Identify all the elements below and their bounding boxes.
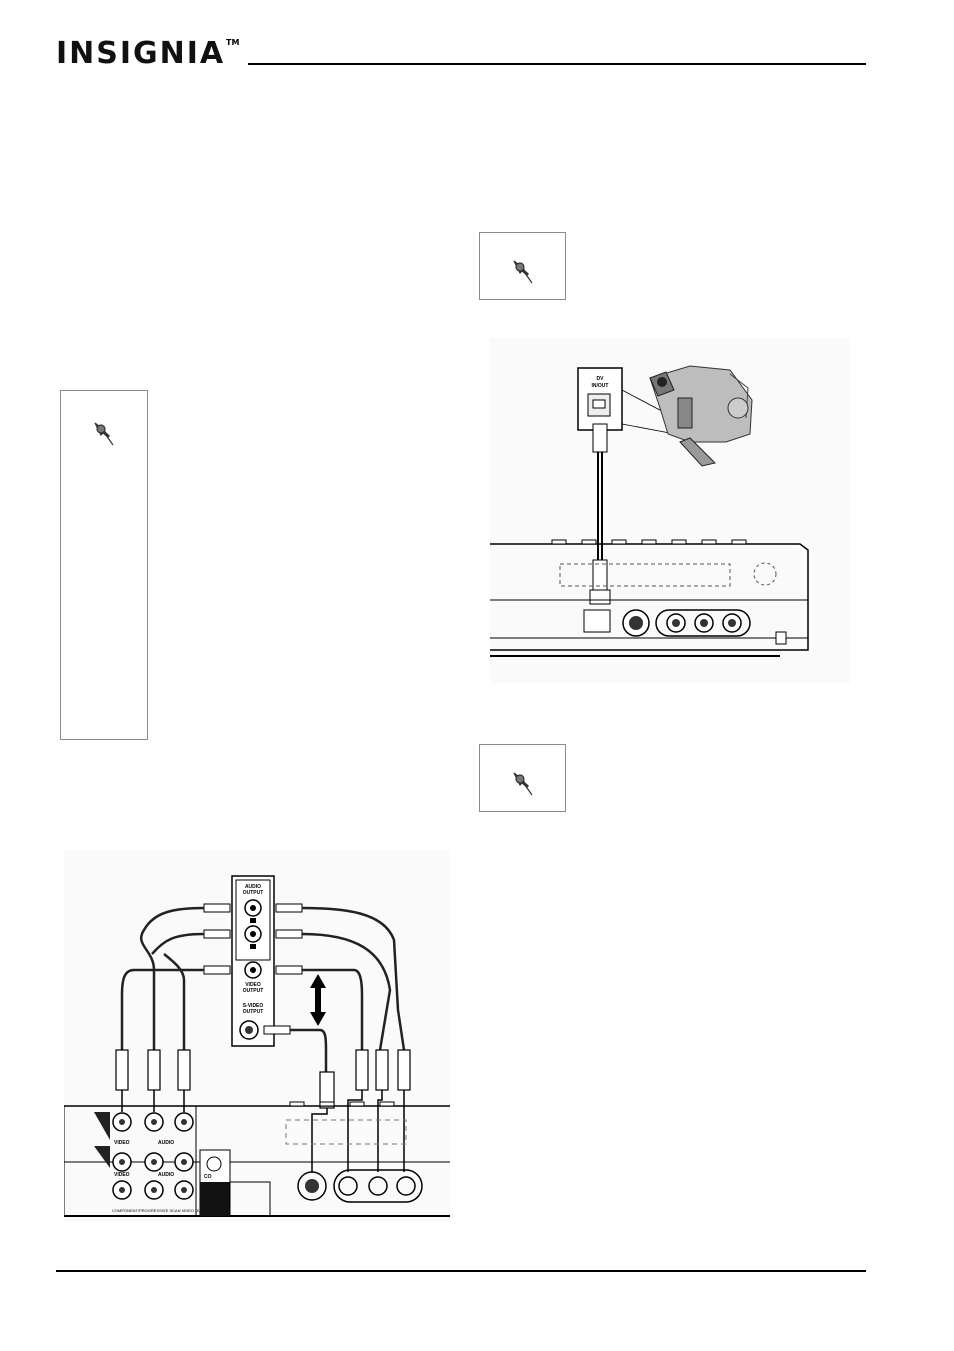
back-video-label: VIDEO [114,1140,130,1146]
note-box-right-2 [479,744,566,812]
header-rule [248,63,866,65]
svideo-output-label-2: OUTPUT [243,1009,264,1015]
trademark-mark: TM [226,38,240,47]
pushpin-icon [94,422,114,446]
footer-rule [56,1270,866,1272]
camcorder-icon [649,365,753,467]
dv-jack-label-2: IN/OUT [592,383,609,389]
pushpin-icon [513,772,533,796]
coax-label: CO [204,1174,212,1180]
dv-jack-label-1: DV [597,376,605,382]
dv-connection-figure: DV IN/OUT [490,338,850,683]
note-box-right-1 [479,232,566,300]
brand-logo: INSIGNIA [56,36,225,72]
component-label: COMPONENT/PROGRESSIVE SCAN VIDEO OUT [112,1208,204,1213]
brand-name: INSIGNIA [56,36,226,71]
svideo-output-label-1: S-VIDEO [243,1003,264,1009]
video-output-label-2: OUTPUT [243,988,264,994]
audio-output-label-1: AUDIO [245,884,261,890]
video-output-label-1: VIDEO [245,982,261,988]
back-video-label-2: VIDEO [114,1172,130,1178]
back-audio-label: AUDIO [158,1140,174,1146]
av-connection-figure: AUDIO OUTPUT VIDEO OUTPUT S-VIDEO OUTPUT [64,850,450,1222]
pushpin-icon [513,260,533,284]
audio-output-label-2: OUTPUT [243,890,264,896]
note-box-left [60,390,148,740]
back-audio-label-2: AUDIO [158,1172,174,1178]
